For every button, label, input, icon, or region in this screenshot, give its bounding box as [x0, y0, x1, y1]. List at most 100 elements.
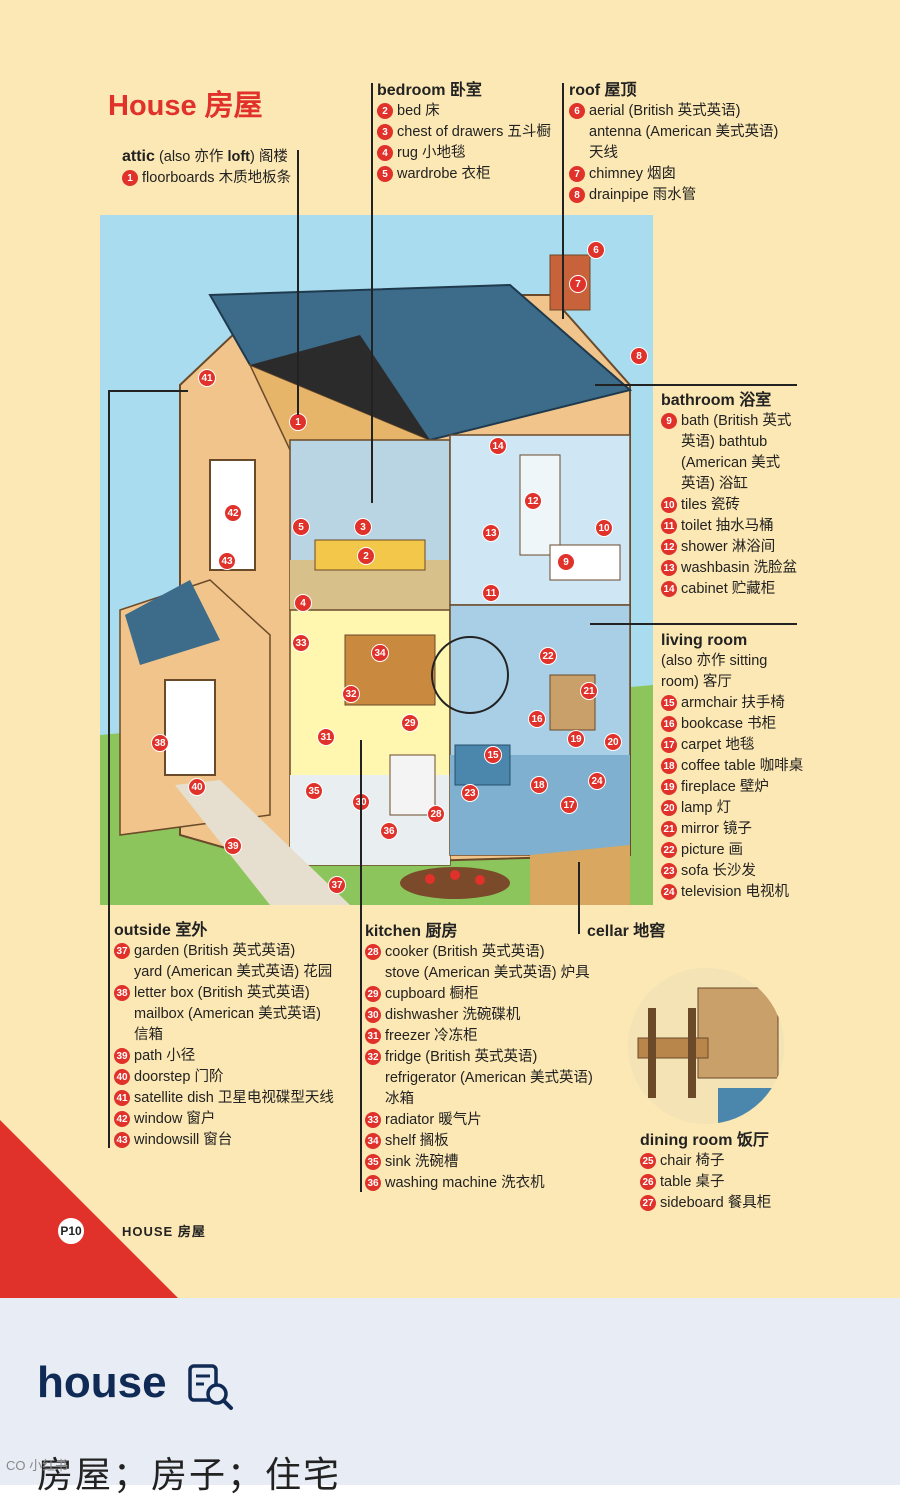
callout-19: 19	[567, 730, 585, 748]
outside-item: mailbox (American 美式英语)	[114, 1004, 334, 1025]
bathroom-item: 英语) 浴缸	[661, 474, 797, 495]
item-label: letter box (British 英式英语)	[134, 983, 310, 1004]
item-label: sofa 长沙发	[681, 861, 756, 882]
dining-item: 27sideboard 餐具柜	[640, 1193, 771, 1214]
kitchen-leader-line	[360, 740, 362, 1192]
bathroom-items: 9bath (British 英式英语) bathtub(American 美式…	[661, 411, 797, 600]
item-label: yard (American 美式英语) 花园	[134, 962, 332, 983]
living-item: 18coffee table 咖啡桌	[661, 756, 803, 777]
callout-22: 22	[539, 647, 557, 665]
page-title: House 房屋	[108, 82, 263, 124]
item-number-badge: 7	[569, 166, 585, 182]
item-label: fireplace 壁炉	[681, 777, 769, 798]
item-label: path 小径	[134, 1046, 195, 1067]
item-label: drainpipe 雨水管	[589, 185, 696, 206]
item-number-badge: 34	[365, 1133, 381, 1149]
living-item: 24television 电视机	[661, 882, 803, 903]
item-number-badge: 2	[377, 103, 393, 119]
dictionary-page: House 房屋	[0, 0, 900, 1298]
callout-40: 40	[188, 778, 206, 796]
callout-16: 16	[528, 710, 546, 728]
outside-heading: outside 室外	[114, 920, 334, 941]
bedroom-heading: bedroom 卧室	[377, 80, 551, 101]
item-label: bookcase 书柜	[681, 714, 776, 735]
item-label: washing machine 洗衣机	[385, 1173, 545, 1194]
dining-room-inset	[628, 968, 784, 1124]
callout-4: 4	[294, 594, 312, 612]
outside-item: 37garden (British 英式英语)	[114, 941, 334, 962]
item-label: lamp 灯	[681, 798, 731, 819]
item-number-badge: 29	[365, 986, 381, 1002]
page-number-badge: P10	[56, 1216, 86, 1246]
callout-13: 13	[482, 524, 500, 542]
bathroom-leader-line	[595, 384, 797, 386]
roof-leader-line	[562, 83, 564, 319]
outside-item: yard (American 美式英语) 花园	[114, 962, 334, 983]
callout-17: 17	[560, 796, 578, 814]
item-number-badge: 6	[569, 103, 585, 119]
kitchen-heading: kitchen 厨房	[365, 921, 593, 942]
item-number-badge: 37	[114, 943, 130, 959]
bedroom-leader-line	[371, 83, 373, 503]
item-label: carpet 地毯	[681, 735, 754, 756]
callout-1: 1	[289, 413, 307, 431]
item-number-badge: 19	[661, 779, 677, 795]
callout-23: 23	[461, 784, 479, 802]
item-number-badge: 14	[661, 581, 677, 597]
item-label: chest of drawers 五斗橱	[397, 122, 551, 143]
callout-8: 8	[630, 347, 648, 365]
kitchen-item: 32fridge (British 英式英语)	[365, 1047, 593, 1068]
item-number-badge: 20	[661, 800, 677, 816]
cellar-heading: cellar 地窖	[587, 921, 665, 942]
callout-33: 33	[292, 634, 310, 652]
outside-group: outside 室外 37garden (British 英式英语)yard (…	[114, 920, 334, 1151]
callout-20: 20	[604, 733, 622, 751]
roof-item: 7chimney 烟囱	[569, 164, 778, 185]
item-label: cabinet 贮藏柜	[681, 579, 775, 600]
item-label: floorboards 木质地板条	[142, 168, 291, 189]
callout-11: 11	[482, 584, 500, 602]
roof-item: 6aerial (British 英式英语)	[569, 101, 778, 122]
callout-39: 39	[224, 837, 242, 855]
item-label: windowsill 窗台	[134, 1130, 232, 1151]
item-label: tiles 瓷砖	[681, 495, 740, 516]
item-label: (American 美式	[681, 453, 780, 474]
item-number-badge: 18	[661, 758, 677, 774]
item-number-badge: 10	[661, 497, 677, 513]
item-number-badge: 33	[365, 1112, 381, 1128]
attic-alt-name: loft	[227, 149, 250, 165]
page-footer-text: HOUSE 房屋	[122, 1221, 206, 1240]
outside-item: 39path 小径	[114, 1046, 334, 1067]
attic-heading: attic	[122, 148, 155, 165]
kitchen-item: 冰箱	[365, 1089, 593, 1110]
callout-34: 34	[371, 644, 389, 662]
kitchen-item: 35sink 洗碗槽	[365, 1152, 593, 1173]
item-label: stove (American 美式英语) 炉具	[385, 963, 590, 984]
item-label: 信箱	[134, 1025, 163, 1046]
item-number-badge: 32	[365, 1049, 381, 1065]
item-label: bed 床	[397, 101, 440, 122]
callout-28: 28	[427, 805, 445, 823]
item-number-badge: 3	[377, 124, 393, 140]
item-label: shower 淋浴间	[681, 537, 775, 558]
callout-9: 9	[557, 553, 575, 571]
kitchen-item: 30dishwasher 洗碗碟机	[365, 1005, 593, 1026]
search-document-icon[interactable]	[185, 1362, 235, 1412]
living-item: 21mirror 镜子	[661, 819, 803, 840]
attic-leader-line	[297, 150, 299, 415]
item-number-badge: 16	[661, 716, 677, 732]
outside-leader-line-h	[108, 390, 188, 392]
item-label: picture 画	[681, 840, 743, 861]
bedroom-item: 5wardrobe 衣柜	[377, 164, 551, 185]
callout-29: 29	[401, 714, 419, 732]
item-label: window 窗户	[134, 1109, 215, 1130]
